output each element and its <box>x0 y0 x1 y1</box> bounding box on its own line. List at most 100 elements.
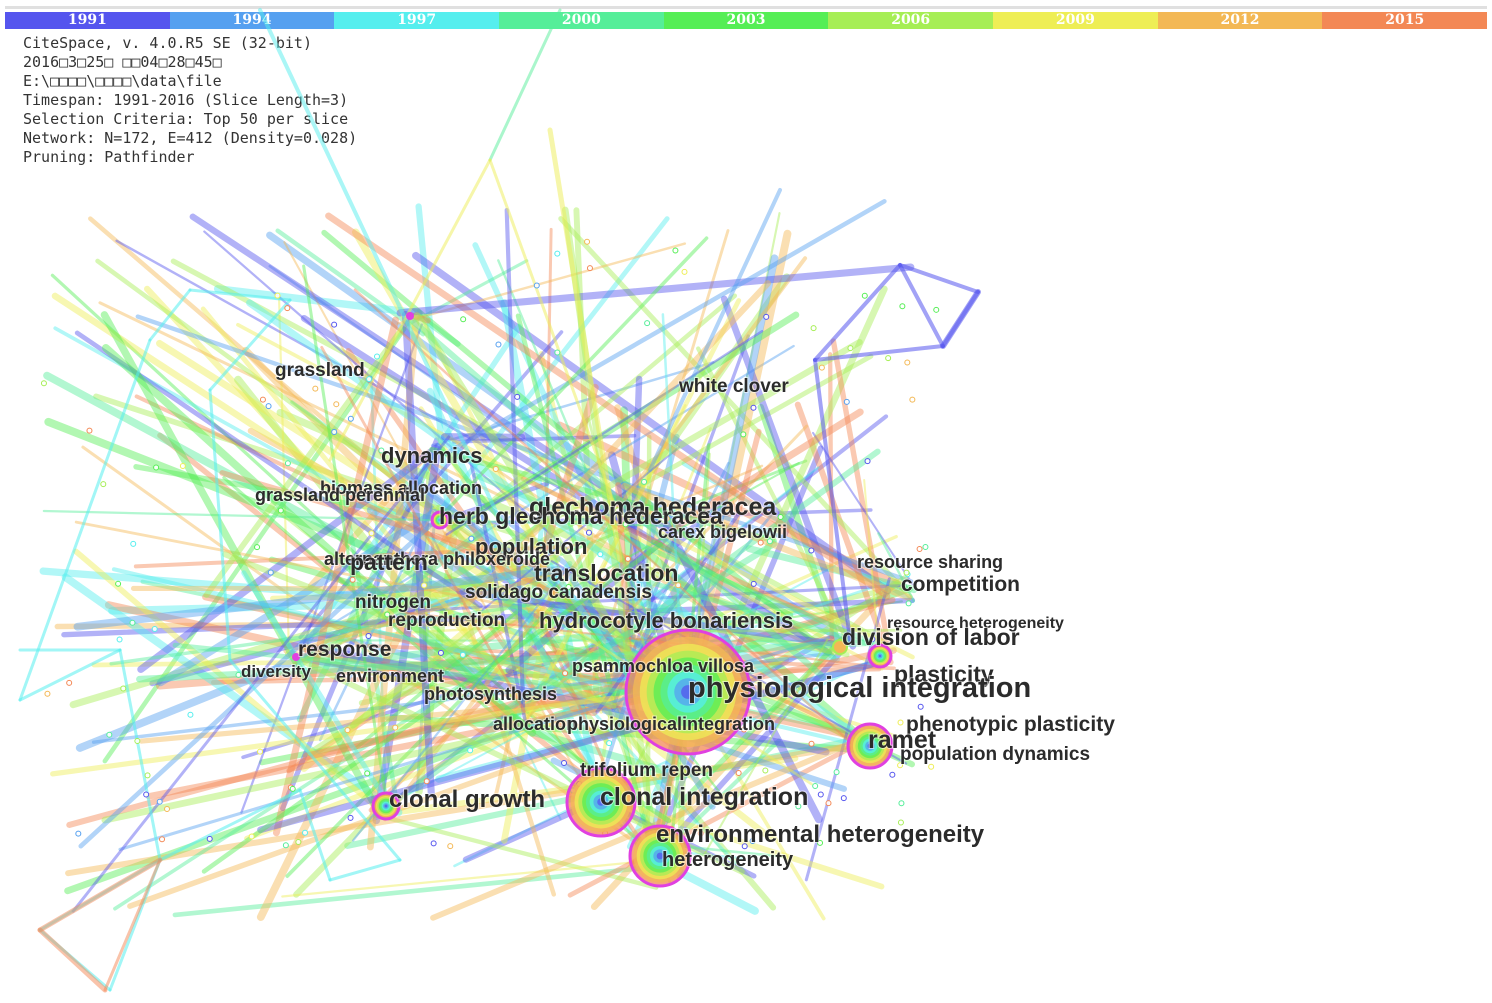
network-node[interactable] <box>366 376 373 383</box>
network-node[interactable] <box>248 833 255 840</box>
network-node[interactable] <box>495 341 502 348</box>
network-node[interactable] <box>468 535 475 542</box>
network-node[interactable] <box>153 464 160 471</box>
network-node[interactable] <box>750 580 757 587</box>
keyword-label-herb-glechoma-hederacea[interactable]: herb glechoma hederacea <box>438 502 724 530</box>
network-node[interactable] <box>867 743 873 749</box>
network-node[interactable] <box>179 462 186 469</box>
network-node[interactable] <box>741 843 748 850</box>
network-node[interactable] <box>681 268 688 275</box>
network-node[interactable] <box>562 670 569 677</box>
network-node[interactable] <box>467 747 474 754</box>
network-node[interactable] <box>384 804 388 808</box>
network-node[interactable] <box>265 403 272 410</box>
network-node[interactable] <box>493 688 500 695</box>
network-node[interactable] <box>597 798 605 806</box>
network-node[interactable] <box>459 651 466 658</box>
network-node[interactable] <box>460 316 467 323</box>
network-node[interactable] <box>284 460 291 467</box>
network-node[interactable] <box>156 798 163 805</box>
network-node[interactable] <box>533 282 540 289</box>
network-node[interactable] <box>66 679 73 686</box>
network-node[interactable] <box>100 481 107 488</box>
network-node[interactable] <box>833 769 840 776</box>
network-node[interactable] <box>619 764 626 771</box>
network-node[interactable] <box>749 838 756 845</box>
network-node[interactable] <box>869 636 876 643</box>
network-node[interactable] <box>364 770 371 777</box>
network-node[interactable] <box>905 600 912 607</box>
keyword-label-pattern[interactable]: pattern <box>349 548 429 576</box>
network-node[interactable] <box>740 726 747 733</box>
keyword-label-environment[interactable]: environment <box>335 665 445 687</box>
network-node[interactable] <box>624 555 631 562</box>
keyword-label-physiologicalintegration[interactable]: physiologicalintegration <box>566 713 776 735</box>
network-node[interactable] <box>407 562 414 569</box>
network-node[interactable] <box>681 685 695 699</box>
keyword-label-photosynthesis[interactable]: photosynthesis <box>423 683 558 705</box>
network-node[interactable] <box>347 814 354 821</box>
network-node[interactable] <box>878 654 882 658</box>
keyword-label-trifolium-repen[interactable]: trifolium repen <box>579 759 714 782</box>
network-node[interactable] <box>561 759 568 766</box>
network-node[interactable] <box>808 547 815 554</box>
network-node[interactable] <box>257 748 264 755</box>
network-node[interactable] <box>365 632 372 639</box>
network-node[interactable] <box>143 791 150 798</box>
network-node[interactable] <box>922 543 929 550</box>
network-node[interactable] <box>644 320 651 327</box>
network-node[interactable] <box>75 830 82 837</box>
keyword-label-physiological-integration[interactable]: physiological integration <box>687 671 1032 705</box>
network-node[interactable] <box>641 478 648 485</box>
network-node[interactable] <box>586 265 593 272</box>
network-node[interactable] <box>514 393 521 400</box>
network-node[interactable] <box>818 364 825 371</box>
network-node[interactable] <box>282 842 289 849</box>
network-node[interactable] <box>897 762 904 769</box>
network-node[interactable] <box>622 521 629 528</box>
keyword-label-resource-heterogeneity[interactable]: resource heterogeneity <box>886 614 1065 633</box>
network-node[interactable] <box>274 292 281 299</box>
network-node[interactable] <box>909 396 916 403</box>
network-node[interactable] <box>120 685 127 692</box>
network-node[interactable] <box>259 396 266 403</box>
keyword-label-population-dynamics[interactable]: population dynamics <box>899 743 1091 766</box>
network-node[interactable] <box>437 649 444 656</box>
network-node[interactable] <box>331 429 338 436</box>
network-node[interactable] <box>766 538 773 545</box>
network-node[interactable] <box>675 582 682 589</box>
keyword-label-allocation[interactable]: allocation <box>492 713 578 735</box>
keyword-label-response[interactable]: response <box>297 637 392 662</box>
keyword-label-division-of-labor[interactable]: division of labor <box>841 623 1021 651</box>
network-node[interactable] <box>254 544 261 551</box>
keyword-label-dynamics[interactable]: dynamics <box>380 442 484 469</box>
keyword-label-glechoma-hederacea[interactable]: glechoma hederacea <box>528 492 778 522</box>
keyword-label-psammochloa-villosa[interactable]: psammochloa villosa <box>571 655 756 677</box>
network-node[interactable] <box>86 427 93 434</box>
network-node[interactable] <box>302 829 309 836</box>
network-node[interactable] <box>597 551 604 558</box>
network-node[interactable] <box>903 569 910 576</box>
keyword-label-competition[interactable]: competition <box>900 572 1021 597</box>
network-node[interactable] <box>144 772 151 779</box>
network-node[interactable] <box>832 639 848 655</box>
network-node[interactable] <box>430 840 437 847</box>
network-node[interactable] <box>277 507 284 514</box>
network-node[interactable] <box>447 843 454 850</box>
keyword-label-heterogeneity[interactable]: heterogeneity <box>661 848 795 872</box>
network-node[interactable] <box>663 515 670 522</box>
network-node[interactable] <box>847 345 854 352</box>
network-node[interactable] <box>777 514 784 521</box>
network-node[interactable] <box>373 353 380 360</box>
network-node[interactable] <box>840 795 847 802</box>
network-node[interactable] <box>129 619 136 626</box>
network-node[interactable] <box>439 519 441 521</box>
keyword-label-ramet[interactable]: ramet <box>867 725 938 755</box>
network-node[interactable] <box>825 800 832 807</box>
network-node[interactable] <box>715 616 722 623</box>
keyword-label-grassland[interactable]: grassland <box>274 359 366 382</box>
keyword-label-translocation[interactable]: translocation <box>533 559 679 587</box>
network-node[interactable] <box>606 740 613 747</box>
network-node[interactable] <box>235 671 242 678</box>
